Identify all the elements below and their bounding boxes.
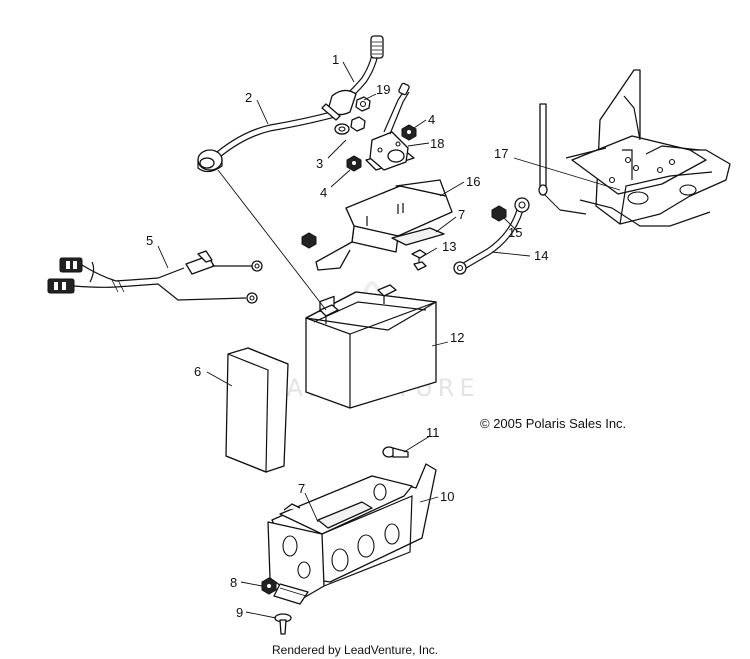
callout-14: 14 — [534, 248, 548, 263]
leader-lines — [157, 61, 621, 619]
callout-17: 17 — [494, 146, 508, 161]
callout-10: 10 — [440, 489, 454, 504]
rod-17-part — [538, 103, 548, 196]
nut-4b-part — [346, 155, 362, 172]
nut-19-part — [355, 96, 371, 112]
callout-19: 19 — [376, 82, 390, 97]
ground-cable-part — [453, 197, 530, 275]
callout-7b: 7 — [298, 481, 305, 496]
copyright-notice: © 2005 Polaris Sales Inc. — [480, 416, 626, 431]
callout-12: 12 — [450, 330, 464, 345]
battery-part — [305, 284, 437, 409]
callout-15: 15 — [508, 225, 522, 240]
callout-labels: 1 2 3 4 4 5 6 7 7 8 9 10 11 12 13 14 15 … — [146, 52, 548, 620]
callout-11: 11 — [426, 425, 440, 440]
pad-6-part — [225, 347, 289, 473]
screws-13-part — [411, 249, 427, 271]
screw-9-part — [274, 613, 292, 635]
callout-8: 8 — [230, 575, 237, 590]
callout-6: 6 — [194, 364, 201, 379]
callout-5: 5 — [146, 233, 153, 248]
callout-9: 9 — [236, 605, 243, 620]
callout-4b: 4 — [320, 185, 327, 200]
callout-4a: 4 — [428, 112, 435, 127]
bolt-11-part — [382, 446, 409, 458]
frame-part — [559, 69, 731, 227]
callout-7a: 7 — [458, 207, 465, 222]
bracket-16-part — [315, 179, 453, 271]
battery-cable-part — [197, 110, 339, 173]
nut-4a-part — [401, 124, 417, 141]
callout-16: 16 — [466, 174, 480, 189]
washer-3-part — [334, 116, 366, 135]
nut-8-part — [261, 577, 277, 595]
nut-15-part — [491, 205, 507, 222]
pad-7a-part — [391, 227, 445, 246]
solenoid-cable-part — [321, 35, 384, 121]
battery-box-part — [267, 463, 437, 605]
callout-18: 18 — [430, 136, 444, 151]
pad-7b-part — [317, 501, 373, 529]
harness-part — [47, 250, 263, 304]
callout-3: 3 — [316, 156, 323, 171]
solenoid-part — [365, 82, 415, 171]
callout-2: 2 — [245, 90, 252, 105]
callout-1: 1 — [332, 52, 339, 67]
footer-credit: Rendered by LeadVenture, Inc. — [272, 643, 438, 657]
nut-bracket-part — [301, 232, 317, 249]
callout-13: 13 — [442, 239, 456, 254]
